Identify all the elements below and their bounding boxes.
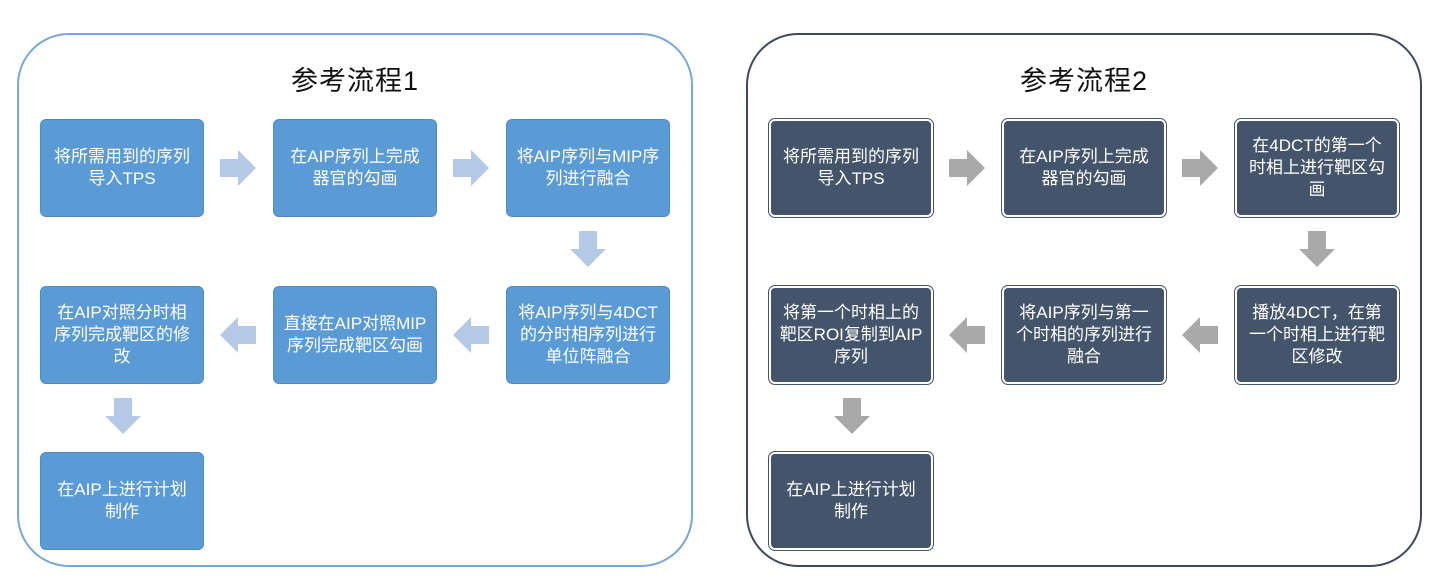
step-label: 将AIP序列与第一个时相的序列进行融合 — [1016, 303, 1152, 366]
step-2: 在AIP序列上完成器官的勾画 — [273, 119, 437, 217]
step-7: 在AIP上进行计划制作 — [768, 451, 934, 551]
arrow-left-icon — [220, 317, 256, 353]
arrow-right-icon — [453, 150, 489, 186]
flow-panel-2: 参考流程2 将所需用到的序列导入TPS 在AIP序列上完成器官的勾画 在4DCT… — [746, 33, 1422, 567]
step-label: 在4DCT的第一个时相上进行靶区勾画 — [1249, 136, 1385, 199]
step-2: 在AIP序列上完成器官的勾画 — [1001, 118, 1167, 218]
step-label: 将AIP序列与MIP序列进行融合 — [516, 147, 660, 188]
step-label: 在AIP上进行计划制作 — [57, 480, 187, 521]
step-5: 直接在AIP对照MIP序列完成靶区勾画 — [273, 286, 437, 384]
step-label: 将所需用到的序列导入TPS — [54, 147, 190, 188]
step-label: 将所需用到的序列导入TPS — [783, 147, 919, 188]
step-label: 在AIP对照分时相序列完成靶区的修改 — [54, 303, 190, 366]
step-3: 在4DCT的第一个时相上进行靶区勾画 — [1234, 118, 1400, 218]
step-label: 在AIP序列上完成器官的勾画 — [1019, 147, 1149, 188]
step-label: 将AIP序列与4DCT的分时相序列进行单位阵融合 — [518, 303, 658, 366]
step-label: 在AIP序列上完成器官的勾画 — [290, 147, 420, 188]
step-5: 将AIP序列与第一个时相的序列进行融合 — [1001, 285, 1167, 385]
step-6: 将第一个时相上的靶区ROI复制到AIP序列 — [768, 285, 934, 385]
arrow-down-icon — [834, 398, 870, 434]
arrow-down-icon — [1299, 231, 1335, 267]
step-3: 将AIP序列与MIP序列进行融合 — [506, 119, 670, 217]
arrow-right-icon — [220, 150, 256, 186]
step-4: 将AIP序列与4DCT的分时相序列进行单位阵融合 — [506, 286, 670, 384]
step-7: 在AIP上进行计划制作 — [40, 452, 204, 550]
step-label: 直接在AIP对照MIP序列完成靶区勾画 — [283, 314, 427, 355]
step-1: 将所需用到的序列导入TPS — [40, 119, 204, 217]
panel-title: 参考流程2 — [1019, 66, 1149, 96]
step-4: 播放4DCT，在第一个时相上进行靶区修改 — [1234, 285, 1400, 385]
arrow-down-icon — [570, 231, 606, 267]
step-label: 将第一个时相上的靶区ROI复制到AIP序列 — [779, 303, 923, 366]
panel-title: 参考流程1 — [290, 66, 420, 96]
arrow-left-icon — [1182, 317, 1218, 353]
arrow-right-icon — [1182, 150, 1218, 186]
arrow-left-icon — [949, 317, 985, 353]
step-label: 播放4DCT，在第一个时相上进行靶区修改 — [1249, 303, 1385, 366]
step-label: 在AIP上进行计划制作 — [786, 480, 916, 521]
arrow-left-icon — [453, 317, 489, 353]
flow-panel-1: 参考流程1 将所需用到的序列导入TPS 在AIP序列上完成器官的勾画 将AIP序… — [17, 33, 693, 567]
arrow-right-icon — [949, 150, 985, 186]
arrow-down-icon — [105, 398, 141, 434]
step-1: 将所需用到的序列导入TPS — [768, 118, 934, 218]
step-6: 在AIP对照分时相序列完成靶区的修改 — [40, 286, 204, 384]
